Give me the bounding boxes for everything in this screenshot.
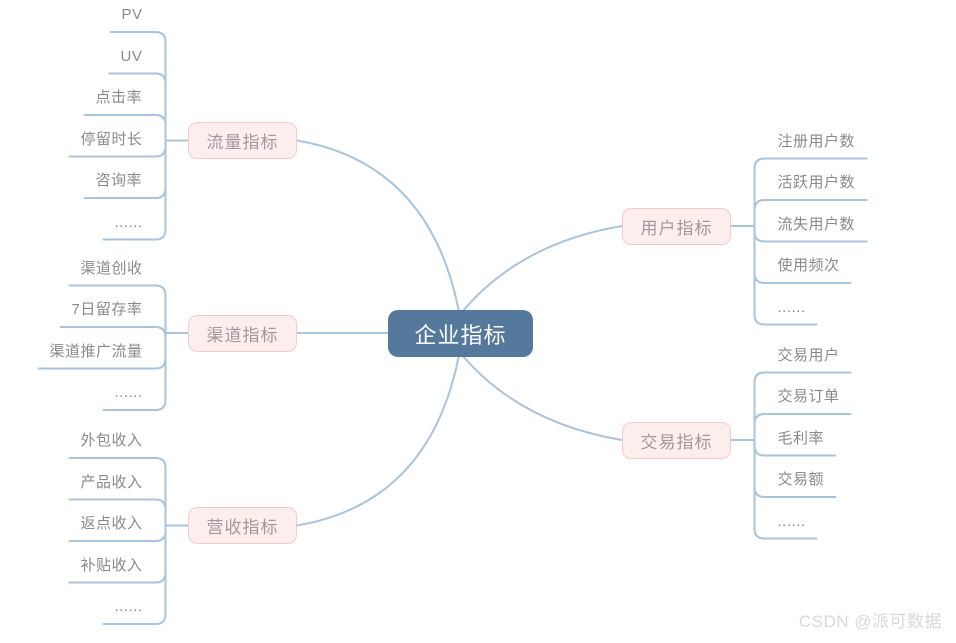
branch-node-user[interactable]: 用户指标 xyxy=(622,207,731,245)
leaf-label[interactable]: 使用频次 xyxy=(777,257,840,274)
root-node[interactable]: 企业指标 xyxy=(388,310,533,357)
leaf-label[interactable]: 交易订单 xyxy=(777,388,840,405)
branch-connectors-revenue xyxy=(68,354,460,625)
leaf-label[interactable]: 渠道推广流量 xyxy=(49,342,143,360)
branch-node-trade[interactable]: 交易指标 xyxy=(622,421,731,459)
leaf-label[interactable]: 产品收入 xyxy=(80,473,143,491)
leaf-label[interactable]: 补贴收入 xyxy=(80,556,143,574)
leaf-label[interactable]: 外包收入 xyxy=(80,432,143,449)
branch-connectors-channel xyxy=(37,284,389,411)
leaf-label[interactable]: 交易用户 xyxy=(777,346,840,364)
leaf-label[interactable]: 渠道创收 xyxy=(80,259,143,277)
leaf-label[interactable]: 点击率 xyxy=(95,89,143,106)
leaf-label[interactable]: 咨询率 xyxy=(95,172,143,189)
branch-node-revenue[interactable]: 营收指标 xyxy=(188,507,297,544)
leaf-label[interactable]: UV xyxy=(120,47,143,65)
leaf-label[interactable]: 注册用户数 xyxy=(777,132,856,150)
leaf-label[interactable]: 返点收入 xyxy=(80,515,143,532)
leaf-label[interactable]: ...... xyxy=(777,298,806,316)
leaf-label[interactable]: 毛利率 xyxy=(777,429,825,447)
branch-connectors-trade xyxy=(461,354,852,540)
leaf-label[interactable]: 流失用户数 xyxy=(777,215,856,233)
leaf-label[interactable]: 活跃用户数 xyxy=(777,174,856,191)
leaf-label[interactable]: ...... xyxy=(114,598,143,615)
leaf-label[interactable]: ...... xyxy=(114,384,143,401)
leaf-label[interactable]: ...... xyxy=(777,512,806,530)
branch-node-traffic[interactable]: 流量指标 xyxy=(188,122,297,159)
branch-node-channel[interactable]: 渠道指标 xyxy=(188,314,297,352)
leaf-label[interactable]: PV xyxy=(121,6,143,23)
leaf-label[interactable]: 交易额 xyxy=(777,471,825,488)
branch-connectors-user xyxy=(461,157,868,326)
leaf-label[interactable]: ...... xyxy=(114,213,143,231)
leaf-label[interactable]: 停留时长 xyxy=(80,130,143,148)
watermark-text: CSDN @派可数据 xyxy=(798,612,942,631)
branch-connectors-traffic xyxy=(68,31,460,313)
leaf-label[interactable]: 7日留存率 xyxy=(71,301,143,318)
